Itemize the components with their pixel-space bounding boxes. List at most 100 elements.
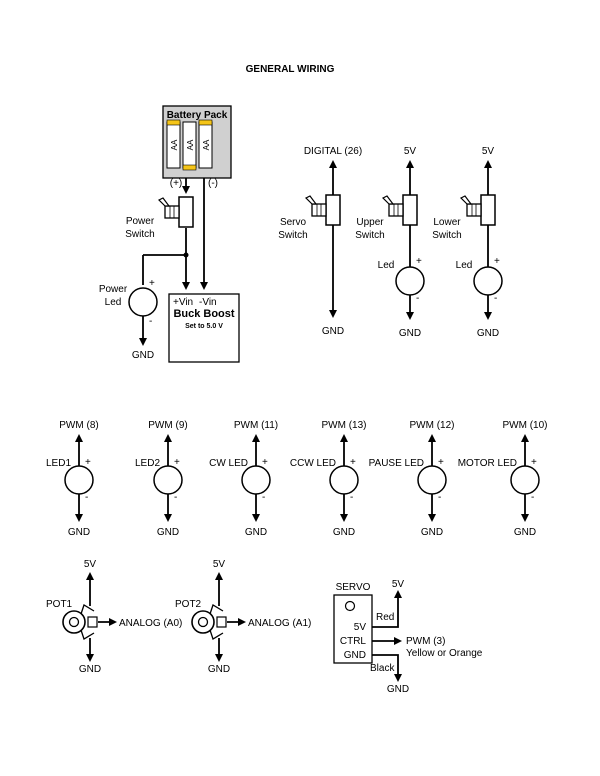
battery-cell-1: AA bbox=[166, 119, 181, 169]
buck-boost-module: +Vin -Vin Buck Boost Set to 5.0 V bbox=[168, 293, 240, 363]
svg-text:+: + bbox=[149, 278, 155, 289]
svg-text:LED2: LED2 bbox=[135, 458, 160, 469]
svg-text:ANALOG (A1): ANALOG (A1) bbox=[248, 618, 311, 629]
svg-text:Power: Power bbox=[99, 284, 128, 295]
pwm-led-3: PWM (11) CW LED + - GND bbox=[209, 420, 278, 538]
svg-text:5V: 5V bbox=[482, 146, 495, 157]
svg-text:GND: GND bbox=[514, 527, 536, 538]
svg-text:-: - bbox=[174, 492, 177, 503]
svg-text:PWM (12): PWM (12) bbox=[410, 420, 455, 431]
svg-text:GND: GND bbox=[79, 664, 101, 675]
pwm-led-4: PWM (13) CCW LED + - GND bbox=[290, 420, 367, 538]
svg-text:Buck Boost: Buck Boost bbox=[173, 308, 234, 320]
svg-text:GND: GND bbox=[421, 527, 443, 538]
svg-text:Servo: Servo bbox=[280, 217, 307, 228]
svg-text:PWM (11): PWM (11) bbox=[234, 420, 278, 431]
pot1: 5V GND POT1 ANALOG (A0) bbox=[46, 559, 182, 675]
svg-text:-: - bbox=[416, 293, 419, 304]
pwm-led-6: PWM (10) MOTOR LED + - GND bbox=[458, 420, 548, 538]
svg-text:Led: Led bbox=[456, 260, 473, 271]
svg-text:ANALOG (A0): ANALOG (A0) bbox=[119, 618, 182, 629]
svg-text:Lower: Lower bbox=[433, 217, 461, 228]
svg-text:-: - bbox=[85, 492, 88, 503]
svg-text:-: - bbox=[494, 293, 497, 304]
svg-text:Switch: Switch bbox=[125, 229, 154, 240]
svg-text:CCW LED: CCW LED bbox=[290, 458, 336, 469]
svg-text:GND: GND bbox=[245, 527, 267, 538]
svg-text:-: - bbox=[149, 316, 152, 327]
svg-text:GND: GND bbox=[322, 326, 344, 337]
svg-text:Led: Led bbox=[105, 297, 122, 308]
svg-text:-: - bbox=[262, 492, 265, 503]
svg-text:DIGITAL (26): DIGITAL (26) bbox=[304, 146, 362, 157]
battery-pack: Battery Pack AA AA AA (+) (-) bbox=[162, 105, 232, 189]
svg-text:SERVO: SERVO bbox=[336, 582, 371, 593]
svg-text:Black: Black bbox=[370, 663, 395, 674]
svg-text:PWM (10): PWM (10) bbox=[503, 420, 548, 431]
pot2: 5V GND POT2 ANALOG (A1) bbox=[175, 559, 311, 675]
svg-text:5V: 5V bbox=[354, 622, 367, 633]
svg-text:AA: AA bbox=[202, 139, 211, 150]
svg-text:GND: GND bbox=[132, 350, 154, 361]
svg-text:Yellow or Orange: Yellow or Orange bbox=[406, 648, 483, 659]
pwm-led-2: PWM (9) LED2 + - GND bbox=[135, 420, 188, 538]
power-led: Power Led + - GND bbox=[99, 278, 158, 361]
svg-text:+: + bbox=[174, 457, 180, 468]
svg-text:Switch: Switch bbox=[355, 230, 384, 241]
svg-text:GND: GND bbox=[208, 664, 230, 675]
svg-text:Switch: Switch bbox=[432, 230, 461, 241]
svg-text:+: + bbox=[85, 457, 91, 468]
pwm-led-5: PWM (12) PAUSE LED + - GND bbox=[369, 420, 455, 538]
svg-text:Red: Red bbox=[376, 612, 394, 623]
page-title: GENERAL WIRING bbox=[246, 64, 335, 75]
svg-text:GND: GND bbox=[68, 527, 90, 538]
svg-text:5V: 5V bbox=[404, 146, 417, 157]
svg-text:GND: GND bbox=[477, 328, 499, 339]
battery-cell-3: AA bbox=[198, 119, 213, 169]
svg-text:+: + bbox=[531, 457, 537, 468]
svg-text:+Vin: +Vin bbox=[173, 297, 193, 308]
svg-text:GND: GND bbox=[344, 650, 366, 661]
lower-switch: 5V Lower Switch Led + - GND bbox=[432, 146, 503, 339]
battery-plus-label: (+) bbox=[170, 178, 183, 189]
svg-text:5V: 5V bbox=[392, 579, 405, 590]
svg-text:5V: 5V bbox=[213, 559, 226, 570]
svg-text:+: + bbox=[416, 256, 422, 267]
svg-text:LED1: LED1 bbox=[46, 458, 71, 469]
svg-text:AA: AA bbox=[186, 139, 195, 150]
svg-text:+: + bbox=[350, 457, 356, 468]
svg-text:-Vin: -Vin bbox=[199, 297, 217, 308]
svg-text:Led: Led bbox=[378, 260, 395, 271]
svg-text:-: - bbox=[438, 492, 441, 503]
svg-text:5V: 5V bbox=[84, 559, 97, 570]
svg-text:+: + bbox=[494, 256, 500, 267]
svg-text:+: + bbox=[438, 457, 444, 468]
svg-text:GND: GND bbox=[157, 527, 179, 538]
svg-text:-: - bbox=[350, 492, 353, 503]
svg-text:AA: AA bbox=[170, 139, 179, 150]
svg-text:+: + bbox=[262, 457, 268, 468]
servo-connector: SERVO 5V CTRL GND 5V Red PWM (3) Yellow … bbox=[333, 579, 483, 695]
battery-minus-label: (-) bbox=[208, 178, 218, 189]
svg-text:Set to 5.0 V: Set to 5.0 V bbox=[185, 323, 223, 330]
upper-switch: 5V Upper Switch Led + - GND bbox=[355, 146, 425, 339]
svg-text:GND: GND bbox=[399, 328, 421, 339]
svg-text:PWM (13): PWM (13) bbox=[322, 420, 367, 431]
svg-text:POT2: POT2 bbox=[175, 599, 202, 610]
svg-text:Power: Power bbox=[126, 216, 155, 227]
battery-pack-label: Battery Pack bbox=[167, 110, 228, 121]
svg-text:Upper: Upper bbox=[356, 217, 384, 228]
svg-text:POT1: POT1 bbox=[46, 599, 73, 610]
svg-text:-: - bbox=[531, 492, 534, 503]
svg-text:CTRL: CTRL bbox=[340, 636, 367, 647]
svg-text:GND: GND bbox=[333, 527, 355, 538]
power-switch: Power Switch bbox=[125, 196, 194, 240]
svg-text:CW LED: CW LED bbox=[209, 458, 248, 469]
svg-text:PWM (9): PWM (9) bbox=[148, 420, 187, 431]
svg-text:MOTOR LED: MOTOR LED bbox=[458, 458, 517, 469]
servo-switch: DIGITAL (26) Servo Switch GND bbox=[278, 146, 362, 337]
svg-text:PWM (3): PWM (3) bbox=[406, 636, 445, 647]
svg-text:PAUSE LED: PAUSE LED bbox=[369, 458, 424, 469]
battery-cell-2: AA bbox=[182, 121, 197, 171]
